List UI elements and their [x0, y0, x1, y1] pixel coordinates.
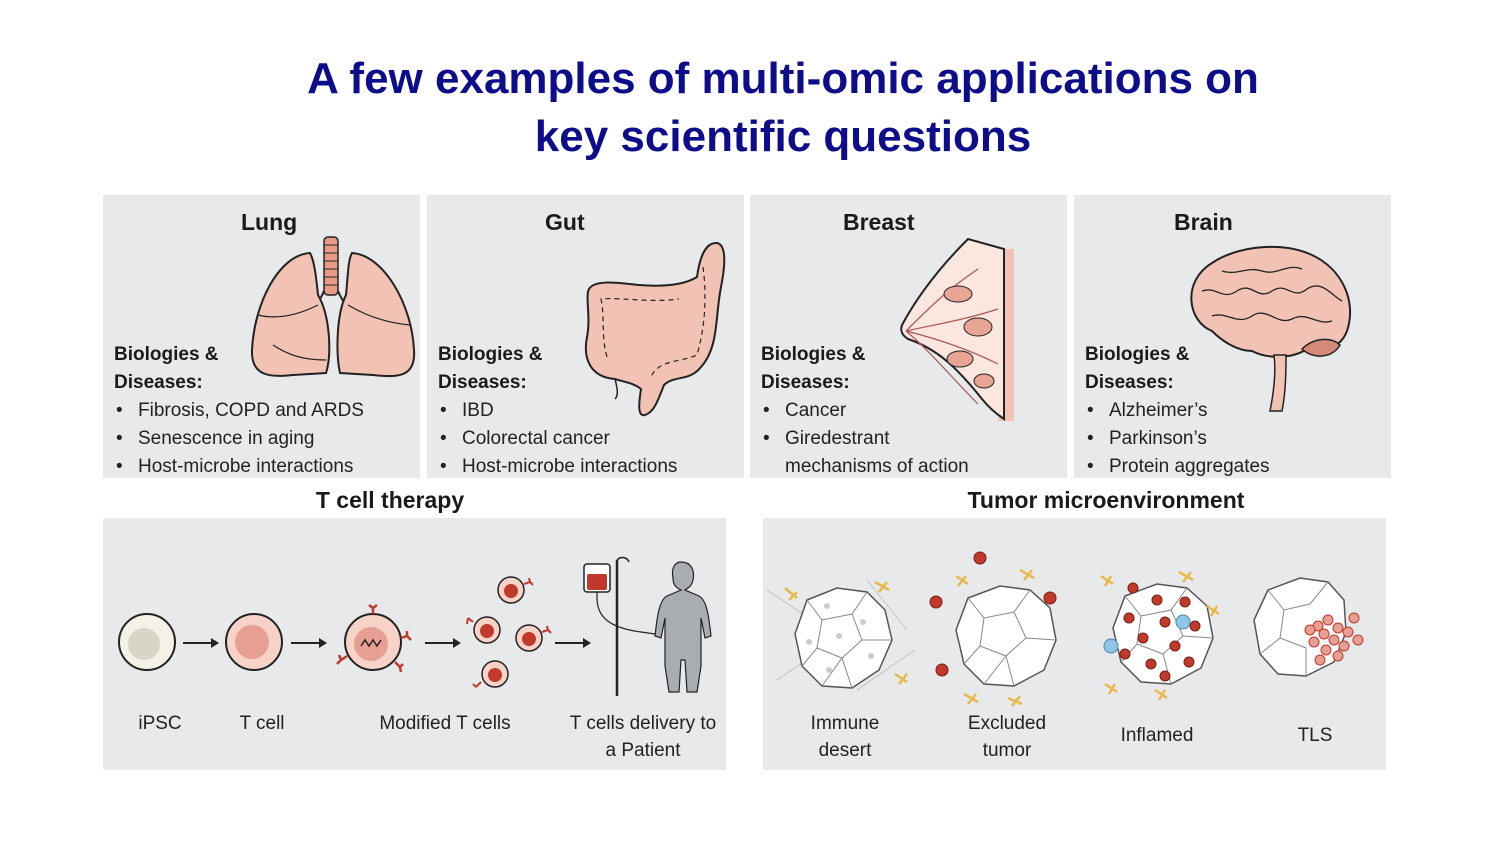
organ-panel-brain: Brain Biologies & Diseases: •Alzheimer’s… — [1074, 195, 1391, 478]
list-item: •Colorectal cancer — [440, 428, 610, 449]
disease-list: •IBD •Colorectal cancer •Host-microbe in… — [438, 397, 677, 481]
biologies-label: Biologies & Diseases: — [761, 344, 866, 393]
tme-label: Immune desert — [810, 713, 880, 761]
arrow-right-icon — [425, 638, 461, 648]
breast-icon — [900, 237, 1014, 421]
tme-label: TLS — [1297, 725, 1333, 746]
ipsc-cell-icon — [118, 613, 176, 671]
tumor-microenvironment-title: Tumor microenvironment — [967, 487, 1245, 513]
step-label: T cells delivery to a Patient — [569, 713, 717, 761]
organ-title: Breast — [843, 209, 915, 235]
list-item: •Alzheimer’s — [1087, 400, 1208, 421]
step-label: T cell — [239, 713, 285, 734]
tme-label: Excluded tumor — [967, 713, 1047, 761]
arrow-right-icon — [183, 638, 219, 648]
organ-panel-breast: Breast Biologies & Diseases: •Cancer •Gi… — [750, 195, 1067, 478]
organ-panel-lung: Lung Biologies & Diseases: •Fibrosis, CO… — [103, 195, 420, 478]
list-item: •Senescence in aging — [116, 428, 315, 449]
modified-t-cells-group-icon — [466, 576, 552, 688]
list-item: •Protein aggregates — [1087, 456, 1270, 477]
list-item: •Giredestrant mechanisms of action — [763, 428, 969, 477]
arrow-right-icon — [555, 638, 591, 648]
page-title-line-1: A few examples of multi-omic application… — [307, 54, 1259, 103]
t-cell-therapy-title: T cell therapy — [315, 487, 465, 513]
inflamed-icon — [1100, 570, 1220, 701]
list-item: •Cancer — [763, 400, 847, 421]
biologies-label: Biologies & Diseases: — [438, 344, 543, 393]
list-item: •IBD — [440, 400, 494, 421]
lungs-icon — [250, 236, 416, 378]
immune-desert-icon — [766, 579, 916, 691]
tme-label: Inflamed — [1120, 725, 1194, 746]
excluded-tumor-icon — [929, 551, 1057, 707]
organ-panel-gut: Gut Biologies & Diseases: •IBD •Colorect… — [427, 195, 744, 478]
colon-icon — [584, 241, 726, 417]
organ-title: Lung — [241, 209, 298, 235]
disease-list: •Alzheimer’s •Parkinson’s •Protein aggre… — [1085, 397, 1270, 481]
biologies-label: Biologies & Diseases: — [114, 344, 219, 393]
page-title: A few examples of multi-omic application… — [0, 50, 1500, 166]
tumor-microenvironment-panel: Immune desert Excluded tumor Inflamed TL… — [763, 518, 1386, 770]
biologies-label: Biologies & Diseases: — [1085, 344, 1190, 393]
list-item: •Parkinson’s — [1087, 428, 1207, 449]
t-cell-icon — [225, 613, 283, 671]
disease-list: •Cancer •Giredestrant mechanisms of acti… — [761, 397, 995, 481]
iv-drip-patient-icon — [583, 556, 712, 696]
step-label: Modified T cells — [379, 713, 511, 734]
brain-icon — [1190, 245, 1352, 412]
tls-icon — [1253, 577, 1364, 677]
list-item: •Host-microbe interactions — [116, 456, 354, 477]
step-label: iPSC — [138, 713, 182, 734]
page-title-line-2: key scientific questions — [534, 112, 1032, 161]
list-item: •Host-microbe interactions — [440, 456, 678, 477]
arrow-right-icon — [291, 638, 327, 648]
modified-t-cell-icon — [336, 604, 412, 673]
organ-title: Gut — [545, 209, 585, 235]
disease-list: •Fibrosis, COPD and ARDS •Senescence in … — [114, 397, 364, 481]
list-item: •Fibrosis, COPD and ARDS — [116, 400, 364, 421]
organ-title: Brain — [1174, 209, 1233, 235]
t-cell-therapy-panel: iPSC T cell Modified T cells T cells del… — [103, 518, 726, 770]
